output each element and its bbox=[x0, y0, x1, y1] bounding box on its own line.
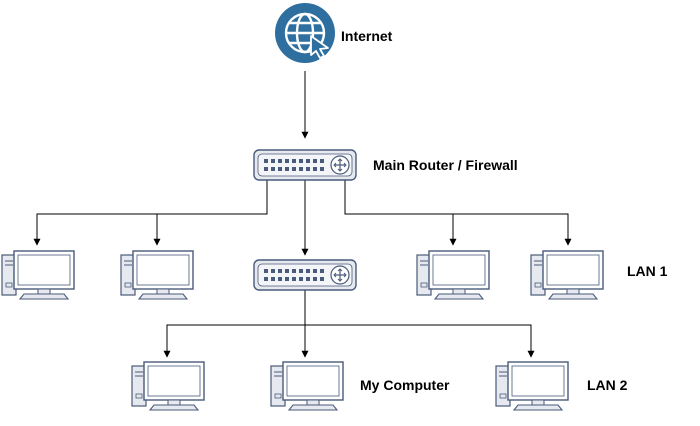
lan1-computer-icon bbox=[530, 250, 604, 300]
lan1-computer-icon bbox=[416, 250, 490, 300]
lan2-computer-icon bbox=[131, 361, 205, 411]
link-switch-lan2-right bbox=[305, 324, 535, 358]
lan1-label: LAN 1 bbox=[627, 263, 668, 279]
main-router-icon bbox=[253, 149, 357, 181]
connectors bbox=[33, 71, 572, 358]
switch-router-icon bbox=[253, 259, 357, 291]
my-computer-icon bbox=[270, 361, 344, 411]
lan2-computer-icon bbox=[495, 361, 569, 411]
my-computer-label: My Computer bbox=[360, 377, 450, 393]
main-router-label: Main Router / Firewall bbox=[373, 157, 518, 173]
internet-globe-icon bbox=[275, 3, 335, 63]
link-switch-lan2-left bbox=[163, 324, 305, 358]
lan2-label: LAN 2 bbox=[587, 377, 628, 393]
internet-label: Internet bbox=[341, 28, 393, 44]
link-router-lan1-left bbox=[33, 180, 268, 246]
lan1-computer-icon bbox=[1, 250, 75, 300]
lan1-computer-icon bbox=[120, 250, 194, 300]
link-router-lan1-right bbox=[344, 180, 572, 246]
